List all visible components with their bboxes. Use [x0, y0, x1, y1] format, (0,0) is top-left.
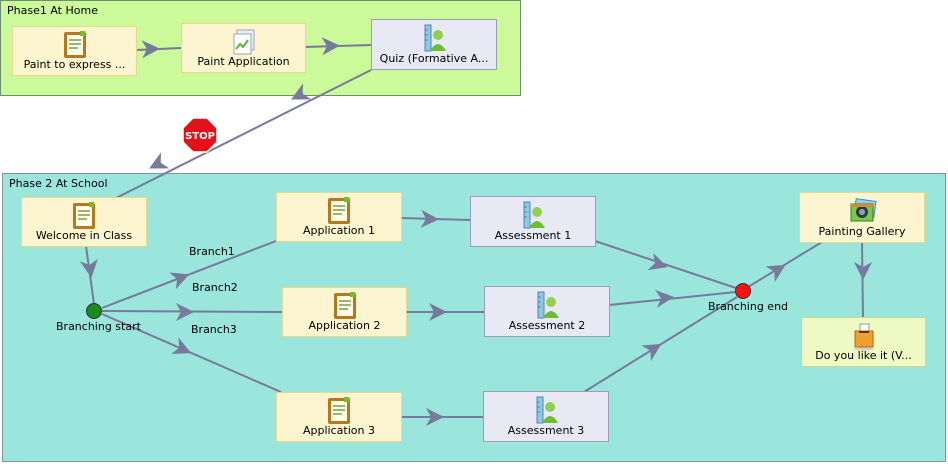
activity-paint-application[interactable]: Paint Application [181, 23, 306, 73]
activity-do-you-like-it[interactable]: Do you like it (V... [801, 317, 926, 367]
branching-end-label: Branching end [708, 300, 789, 313]
stop-gate-icon[interactable]: STOP [182, 117, 218, 153]
activity-assessment-1[interactable]: Assessment 1 [470, 196, 596, 247]
learner-ruler-icon [520, 200, 546, 230]
branching-start-label: Branching start [56, 320, 141, 333]
activity-label: Paint to express ... [23, 58, 126, 71]
activity-paint-to-express[interactable]: Paint to express ... [12, 26, 137, 76]
notepad-icon [62, 30, 88, 60]
ballot-box-icon [851, 321, 877, 351]
activity-label: Assessment 3 [507, 424, 585, 437]
stop-label: STOP [185, 131, 215, 142]
image-chart-icon [231, 27, 257, 57]
activity-label: Do you like it (V... [815, 349, 912, 362]
activity-label: Assessment 2 [508, 319, 586, 332]
activity-label: Assessment 1 [494, 229, 572, 242]
activity-application-1[interactable]: Application 1 [276, 192, 402, 242]
activity-label: Paint Application [197, 55, 290, 68]
activity-quiz[interactable]: Quiz (Formative A... [371, 19, 497, 70]
branching-start-gate[interactable] [86, 303, 102, 319]
notepad-icon [71, 201, 97, 231]
activity-assessment-3[interactable]: Assessment 3 [483, 391, 609, 442]
activity-label: Application 3 [303, 424, 375, 437]
activity-label: Quiz (Formative A... [379, 52, 489, 65]
learner-ruler-icon [421, 23, 447, 53]
activity-label: Painting Gallery [818, 225, 906, 238]
notepad-icon [326, 396, 352, 426]
branching-end-gate[interactable] [735, 283, 751, 299]
activity-application-2[interactable]: Application 2 [282, 287, 407, 337]
activity-label: Application 2 [308, 319, 381, 332]
learner-ruler-icon [533, 395, 559, 425]
branch-label-1: Branch1 [189, 245, 235, 258]
notepad-icon [332, 291, 358, 321]
activity-label: Application 1 [303, 224, 375, 237]
notepad-icon [326, 196, 352, 226]
activity-welcome-in-class[interactable]: Welcome in Class [21, 197, 147, 247]
activity-label: Welcome in Class [35, 229, 133, 242]
activity-application-3[interactable]: Application 3 [276, 392, 402, 442]
learner-ruler-icon [534, 290, 560, 320]
activity-painting-gallery[interactable]: Painting Gallery [799, 192, 925, 243]
branch-label-2: Branch2 [192, 281, 238, 294]
activity-assessment-2[interactable]: Assessment 2 [484, 286, 610, 337]
photo-gallery-icon [849, 196, 877, 226]
branch-label-3: Branch3 [191, 323, 237, 336]
phase-title: Phase1 At Home [7, 4, 98, 17]
phase-title: Phase 2 At School [9, 177, 108, 190]
